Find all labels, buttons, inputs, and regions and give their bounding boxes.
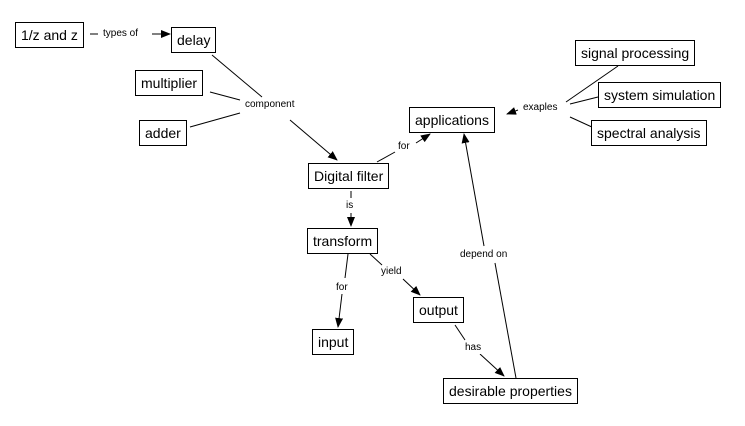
node-digital-filter[interactable]: Digital filter	[308, 163, 390, 189]
node-signal-processing[interactable]: signal processing	[575, 40, 696, 66]
edge-adder-component	[189, 112, 241, 128]
link-label-component: component	[243, 99, 297, 111]
link-label-has: has	[463, 342, 484, 354]
node-output[interactable]: output	[413, 297, 464, 323]
node-multiplier[interactable]: multiplier	[135, 70, 204, 96]
node-z-inverse[interactable]: 1/z and z	[15, 22, 84, 48]
edge-exaples-applications	[506, 107, 519, 115]
edge-desirable-depend-on	[494, 262, 517, 379]
link-label-types-of: types of	[101, 28, 141, 40]
node-delay[interactable]: delay	[171, 27, 217, 53]
link-label-is: is	[344, 200, 356, 212]
edge-depend-on-applications	[461, 133, 485, 247]
edge-signal-processing-exaples	[565, 65, 619, 103]
node-transform[interactable]: transform	[307, 228, 379, 254]
edge-multiplier-component	[209, 91, 241, 101]
link-label-depend-on: depend on	[458, 249, 510, 261]
edge-for-applications	[415, 133, 431, 144]
link-label-for-applications: for	[396, 141, 412, 153]
link-label-exaples: exaples	[521, 102, 560, 114]
edge-component-digital-filter	[289, 119, 338, 161]
edge-yield-output	[402, 278, 421, 296]
link-label-yield: yield	[379, 266, 404, 278]
node-desirable-properties[interactable]: desirable properties	[443, 378, 578, 404]
edge-transform-for	[344, 253, 349, 279]
edge-transform-yield	[369, 253, 383, 266]
edge-output-has	[454, 324, 466, 341]
edge-delay-component	[211, 54, 263, 98]
edge-has-desirable-properties	[479, 353, 505, 377]
edge-system-simulation-exaples	[569, 96, 599, 105]
link-label-for-input: for	[334, 282, 350, 294]
node-applications[interactable]: applications	[409, 107, 495, 133]
edge-for-input	[335, 293, 344, 328]
edge-digital-filter-for	[376, 151, 396, 163]
edge-spectral-analysis-exaples	[569, 116, 595, 129]
node-spectral-analysis[interactable]: spectral analysis	[591, 120, 707, 146]
node-input[interactable]: input	[312, 329, 355, 355]
node-system-simulation[interactable]: system simulation	[598, 82, 722, 108]
node-adder[interactable]: adder	[139, 120, 187, 146]
